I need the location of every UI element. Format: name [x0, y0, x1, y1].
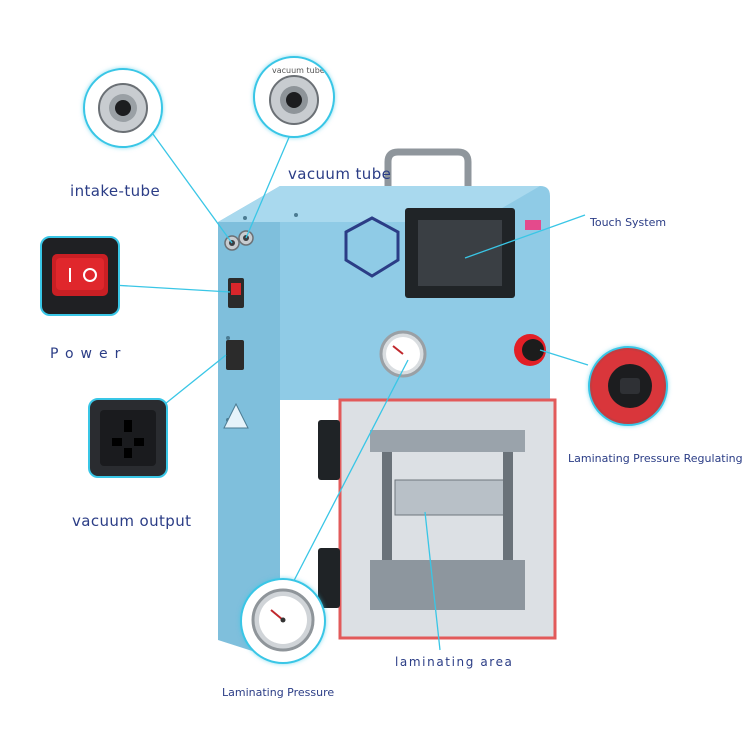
laminating-pressure-label: Laminating Pressure — [222, 686, 335, 699]
touch-screen-display — [418, 220, 502, 286]
vacuum-tube-callout: vacuum tube — [253, 56, 335, 138]
power-switch-icon — [52, 254, 108, 296]
intake-tube-label: intake-tube — [70, 182, 161, 200]
chamber-hinge-top — [318, 420, 340, 480]
chamber-hinge-bottom — [318, 548, 340, 608]
front-regulating-knob — [514, 334, 546, 366]
vacuum-tube-icon — [269, 75, 319, 125]
intake-tube-callout — [83, 68, 163, 148]
laminating-area-label: laminating area — [395, 655, 514, 669]
laminating-pressure-regulating-label: Laminating Pressure Regulating — [568, 452, 743, 465]
pressure-gauge-icon — [251, 588, 315, 652]
touch-system-label: Touch System — [590, 216, 667, 229]
socket-callout — [88, 398, 168, 478]
tbk-logo-icon — [344, 216, 400, 278]
side-socket — [226, 340, 244, 370]
press-plate-top — [370, 430, 525, 452]
press-plate-bottom — [370, 560, 525, 610]
press-mold — [394, 479, 506, 516]
vacuum-output-label: vacuum output — [72, 512, 192, 530]
intake-tube-icon — [98, 83, 148, 133]
regulating-knob-icon — [592, 350, 664, 422]
power-label: Power — [50, 346, 128, 362]
laminating-pressure-gauge-callout — [240, 578, 326, 664]
regulating-knob-callout — [588, 346, 668, 426]
power-switch-callout — [40, 236, 120, 316]
vacuum-tube-label: vacuum tube — [288, 165, 392, 183]
socket-icon — [100, 410, 156, 466]
vacuum-tube-callout-caption: vacuum tube — [272, 66, 325, 75]
front-pressure-gauge — [379, 330, 427, 378]
